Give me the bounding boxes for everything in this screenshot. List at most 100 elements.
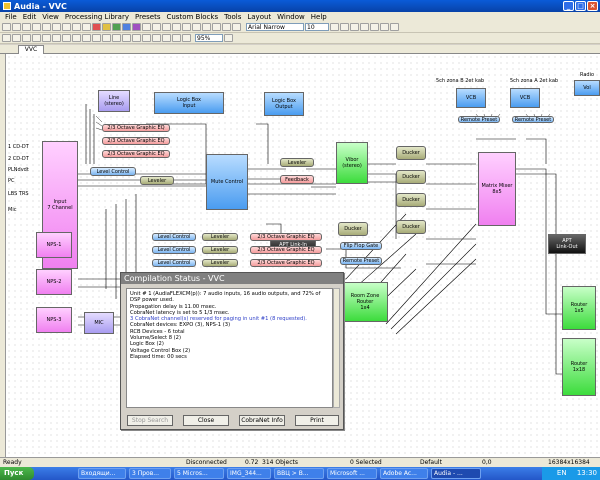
graphic-eq-block[interactable]: 2/3 Octave Graphic EQ <box>102 137 170 145</box>
menu-window[interactable]: Window <box>277 13 305 21</box>
dialog-scrollbar[interactable] <box>333 288 340 408</box>
zoom-select[interactable]: 95% <box>195 34 223 42</box>
logic-box-output-block[interactable]: Logic Box Output <box>264 92 304 116</box>
flip-icon[interactable] <box>132 34 141 42</box>
level-control-block[interactable]: Level Control <box>152 233 196 241</box>
taskbar-item[interactable]: IMG_344... <box>227 468 271 479</box>
underline-icon[interactable] <box>350 23 359 31</box>
line-icon[interactable] <box>12 34 21 42</box>
front-icon[interactable] <box>102 34 111 42</box>
zoom-out-icon[interactable] <box>172 34 181 42</box>
grid-icon[interactable] <box>192 23 201 31</box>
ducker-block[interactable]: Ducker <box>396 146 426 160</box>
leveler-block[interactable]: Leveler <box>202 246 238 254</box>
leveler-block[interactable]: Leveler <box>202 259 238 267</box>
paste-icon[interactable] <box>62 23 71 31</box>
border-icon[interactable] <box>72 34 81 42</box>
align-right-icon[interactable] <box>380 23 389 31</box>
taskbar-item[interactable]: Adobe Ac... <box>380 468 428 479</box>
language-indicator[interactable]: EN <box>556 469 567 477</box>
ducker-block[interactable]: Ducker <box>396 193 426 207</box>
level-control-block[interactable]: Level Control <box>152 246 196 254</box>
ducker-block[interactable]: Ducker <box>396 220 426 234</box>
compile-icon[interactable] <box>142 23 151 31</box>
minimize-button[interactable]: _ <box>563 1 574 11</box>
remote-preset-vcb-block[interactable]: Remote Preset <box>458 116 500 123</box>
graphic-eq-block[interactable]: 2/3 Octave Graphic EQ <box>102 150 170 158</box>
lock-icon[interactable] <box>142 34 151 42</box>
close-button[interactable]: Close <box>183 415 229 426</box>
nps-1-block[interactable]: NPS-1 <box>36 232 72 258</box>
menu-custom-blocks[interactable]: Custom Blocks <box>166 13 219 21</box>
pan-icon[interactable] <box>42 34 51 42</box>
print-icon[interactable] <box>32 23 41 31</box>
apt-link-out-block[interactable]: APT Link-Out <box>548 234 586 254</box>
logic-box-input-block[interactable]: Logic Box Input <box>154 92 224 114</box>
align-left-icon[interactable] <box>360 23 369 31</box>
maximize-button[interactable]: □ <box>575 1 586 11</box>
feedback-block[interactable]: Feedback <box>280 175 314 184</box>
taskbar-item[interactable]: Audia - ... <box>431 468 481 479</box>
leveler-block[interactable]: Leveler <box>280 158 314 167</box>
zoom-fit-icon[interactable] <box>182 34 191 42</box>
help-icon[interactable] <box>232 23 241 31</box>
menu-help[interactable]: Help <box>310 13 327 21</box>
italic-icon[interactable] <box>340 23 349 31</box>
menu-presets[interactable]: Presets <box>135 13 161 21</box>
color-yellow-icon[interactable] <box>102 23 111 31</box>
compilation-status-dialog[interactable]: Compilation Status - VVC Unit # 1 (Audia… <box>120 272 344 430</box>
taskbar-item[interactable]: ВВЦ > В... <box>274 468 324 479</box>
group-icon[interactable] <box>82 34 91 42</box>
connect-icon[interactable] <box>152 23 161 31</box>
graphic-eq-block[interactable]: 2/3 Octave Graphic EQ <box>250 246 322 254</box>
mute-control-block[interactable]: Mute Control <box>206 154 248 210</box>
flip-flop-gate-block[interactable]: Flip Flop Gate <box>340 242 382 250</box>
room-zone-router-block[interactable]: Room Zone Router 1x4 <box>342 282 388 322</box>
router-1x5-block[interactable]: Router 1x5 <box>562 286 596 330</box>
open-icon[interactable] <box>12 23 21 31</box>
menu-tools[interactable]: Tools <box>224 13 242 21</box>
menu-processing-library[interactable]: Processing Library <box>64 13 129 21</box>
text-icon[interactable] <box>32 34 41 42</box>
tab-vvc[interactable]: VVC <box>18 45 44 54</box>
color-blue-icon[interactable] <box>122 23 131 31</box>
dialog-log[interactable]: Unit # 1 (AudiaFLEXCM(p)): 7 audio input… <box>126 288 333 408</box>
nps-2-block[interactable]: NPS-2 <box>36 269 72 295</box>
cut-icon[interactable] <box>42 23 51 31</box>
new-icon[interactable] <box>2 23 11 31</box>
vol-block[interactable]: Vol <box>574 80 600 96</box>
matrix-mixer-block[interactable]: Matrix Mixer 8x5 <box>478 152 516 226</box>
menu-layout[interactable]: Layout <box>247 13 272 21</box>
stop-icon[interactable] <box>172 23 181 31</box>
remote-preset-block[interactable]: Remote Preset <box>340 257 382 265</box>
text-color-icon[interactable] <box>390 23 399 31</box>
ducker-block[interactable]: Ducker <box>396 170 426 184</box>
design-canvas[interactable]: VVC <box>0 45 600 457</box>
vibor-block[interactable]: Vibor (stereo) <box>336 142 368 184</box>
taskbar-item[interactable]: Входящи... <box>78 468 126 479</box>
taskbar-item[interactable]: 3 Пров... <box>129 468 171 479</box>
level-control-block[interactable]: Level Control <box>152 259 196 267</box>
redo-icon[interactable] <box>82 23 91 31</box>
remote-preset-vcb-block[interactable]: Remote Preset <box>512 116 554 123</box>
rectangle-icon[interactable] <box>22 34 31 42</box>
copy-icon[interactable] <box>52 23 61 31</box>
graphic-eq-block[interactable]: 2/3 Octave Graphic EQ <box>250 259 322 267</box>
ducker-block[interactable]: Ducker <box>338 222 368 236</box>
unlock-icon[interactable] <box>152 34 161 42</box>
font-select[interactable]: Arial Narrow <box>246 23 304 31</box>
start-button[interactable]: Пуск <box>0 467 34 480</box>
meter-icon[interactable] <box>182 23 191 31</box>
nps-3-block[interactable]: NPS-3 <box>36 307 72 333</box>
align-center-icon[interactable] <box>370 23 379 31</box>
ungroup-icon[interactable] <box>92 34 101 42</box>
graphic-eq-block[interactable]: 2/3 Octave Graphic EQ <box>250 233 322 241</box>
menu-file[interactable]: File <box>5 13 17 21</box>
taskbar-item[interactable]: Microsoft ... <box>327 468 377 479</box>
save-icon[interactable] <box>22 23 31 31</box>
close-button[interactable]: × <box>587 1 598 11</box>
graphic-eq-block[interactable]: 2/3 Octave Graphic EQ <box>102 124 170 132</box>
send-icon[interactable] <box>162 23 171 31</box>
zoom-icon[interactable] <box>212 23 221 31</box>
layout-grid[interactable]: Input 7 Channel 1 CD-DT 2 CD-DT PLNdvdt … <box>6 54 600 457</box>
